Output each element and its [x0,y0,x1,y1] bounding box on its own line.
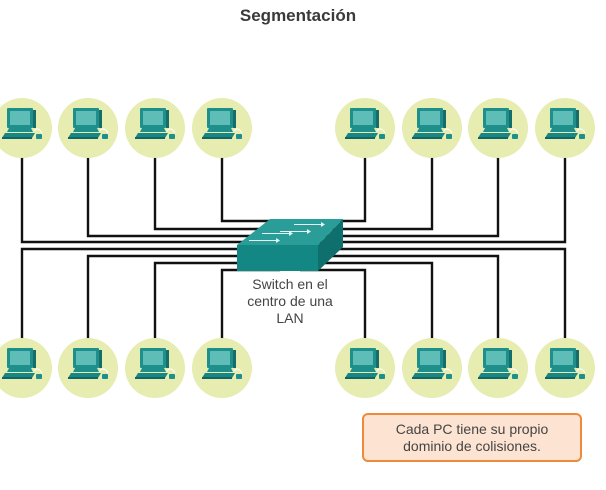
cable [20,150,280,244]
cable [300,150,367,223]
pc-top-6[interactable] [402,98,462,158]
pc-bottom-4[interactable] [192,338,252,398]
switch-label: Switch en el centro de una LAN [230,276,350,327]
pc-top-8[interactable] [535,98,595,158]
cable [300,261,434,346]
pc-bottom-5[interactable] [335,338,395,398]
cables [20,150,567,346]
cable [20,247,280,346]
note-line: dominio de colisiones. [403,437,541,454]
cable [153,150,280,231]
pc-top-3[interactable] [125,98,185,158]
pc-top-2[interactable] [58,98,118,158]
pc-bottom-2[interactable] [58,338,118,398]
note-box: Cada PC tiene su propio dominio de colis… [362,413,582,462]
switch-label-line: Switch en el [252,276,328,292]
note-line: Cada PC tiene su propio [395,420,549,437]
pc-bottom-3[interactable] [125,338,185,398]
pc-top-1[interactable] [0,98,52,158]
pc-top-7[interactable] [468,98,528,158]
pc-top-5[interactable] [335,98,395,158]
cable [300,268,367,346]
pc-bottom-6[interactable] [402,338,462,398]
pc-top-4[interactable] [192,98,252,158]
cable [86,150,280,238]
page-title: Segmentación [239,6,357,25]
cable [300,247,567,346]
cable [300,150,567,244]
switch-label-line: LAN [276,310,304,326]
pc-bottom-7[interactable] [468,338,528,398]
cable [300,150,434,231]
cable [300,150,500,238]
cable [86,254,280,346]
switch-label-line: centro de una [247,293,333,309]
cable [220,150,280,223]
pcs [0,98,595,398]
pc-bottom-8[interactable] [535,338,595,398]
cable [300,254,500,346]
switch-icon[interactable] [237,219,343,271]
pc-bottom-1[interactable] [0,338,52,398]
